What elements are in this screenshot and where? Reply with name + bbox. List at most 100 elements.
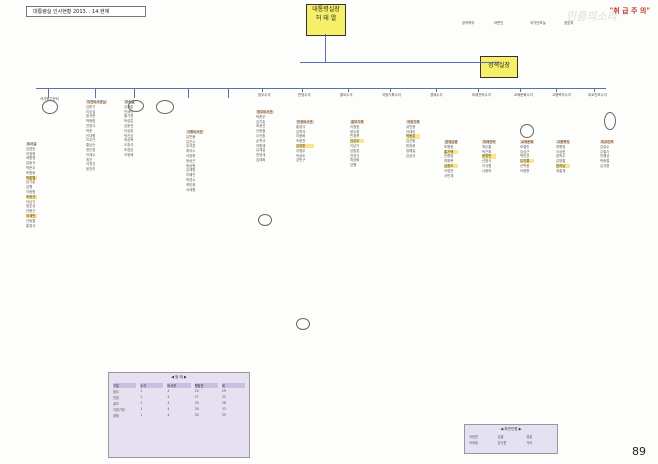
- name-entry: 남기춘: [26, 180, 36, 185]
- name-entry: 김성근: [520, 149, 530, 154]
- name-entry: 이재만: [26, 213, 38, 219]
- name-column-5: 민정비서관 홍경식 김학의 이중희 조응천 김영한 우병우 곽상도 강민구: [296, 120, 314, 163]
- name-entry: 안재민: [124, 109, 134, 114]
- name-entry: 박근희: [482, 149, 492, 154]
- name-column-3: 기획비서관 유민봉 김진수 강석훈 최의수 이창휘 윤상근 정상원 김재원 이혜…: [186, 130, 204, 192]
- legend-cell: 1: [140, 395, 143, 399]
- name-entry: 윤전추: [86, 167, 96, 172]
- name-entry: 이재수: [86, 152, 96, 157]
- office-label-3: 경호처: [564, 21, 574, 25]
- legend-cell: 경제: [113, 414, 119, 418]
- name-entry: 윤두현: [350, 129, 360, 134]
- name-entry: 이영관: [444, 168, 454, 173]
- name-entry: 김학의: [296, 129, 306, 134]
- legend-cell: 비서관: [167, 383, 191, 388]
- name-entry: 천영식: [350, 153, 360, 158]
- legend-cell: 38: [221, 401, 226, 405]
- name-entry: 홍기택: [444, 149, 459, 154]
- name-entry: 정해걸: [406, 148, 416, 153]
- secretariat-head-0: 정무수석: [258, 93, 271, 97]
- name-entry: 김선동: [406, 139, 416, 144]
- name-entry: 김동극: [26, 161, 36, 166]
- legend-cell: 구분: [113, 383, 137, 388]
- name-entry: 장옥주: [556, 154, 566, 159]
- name-column-11: 고용복지 최원영 이상헌 장옥주 김영철 방하남 최홍재: [556, 140, 571, 173]
- name-entry: 강석훈: [186, 144, 196, 149]
- column-header: 비서실: [26, 142, 38, 147]
- handwritten-circle-mark: [156, 100, 174, 114]
- name-entry: 박종환: [86, 119, 96, 124]
- name-entry: 유민봉: [406, 124, 416, 129]
- legend-cell: 수석: [140, 383, 164, 388]
- drop-line: [48, 88, 49, 98]
- dispatch-legend-cell: 기타: [526, 441, 533, 445]
- drop-line: [228, 88, 229, 98]
- name-entry: 이혜진: [186, 173, 196, 178]
- name-entry: 이태리: [406, 129, 416, 134]
- name-entry: 최민정: [186, 182, 196, 187]
- dispatch-legend-cell: 국정원: [469, 435, 478, 439]
- name-entry: 박준우: [256, 114, 266, 119]
- name-entry: 최진: [86, 157, 93, 162]
- drop-line: [436, 88, 437, 92]
- name-entry: 김행: [26, 185, 33, 190]
- name-entry: 이종현: [520, 168, 530, 173]
- legend-cell: 1: [140, 401, 143, 405]
- chief-title: 대통령실장: [312, 6, 340, 13]
- name-entry: 황기현: [124, 114, 134, 119]
- dispatch-legend-title: ◀ 파견인원 ▶: [500, 427, 522, 431]
- drop-line: [95, 88, 96, 98]
- secretariat-head-4: 경제수석: [430, 93, 443, 97]
- name-entry: 신형식: [482, 159, 492, 164]
- name-entry: 오신환: [256, 133, 266, 138]
- legend-title: ◀ 범 례 ▶: [171, 375, 187, 379]
- name-entry: 정호성: [26, 204, 36, 209]
- name-entry: 곽상도: [296, 153, 306, 158]
- legend-cell: 민정: [113, 396, 119, 400]
- name-entry: 이종원: [26, 189, 36, 194]
- name-entry: 방하남: [556, 163, 571, 169]
- name-entry: 조윤선: [256, 124, 266, 129]
- name-entry: 서민재: [444, 173, 454, 178]
- name-entry: 김장수: [600, 144, 610, 149]
- legend-cell: 행정관: [194, 383, 218, 388]
- name-entry: 안봉근: [26, 209, 36, 214]
- name-entry: 이상헌: [556, 149, 566, 154]
- legend-cell: 4: [167, 395, 170, 399]
- name-entry: 조응천: [296, 139, 306, 144]
- name-column-6: 홍보기획 이정현 윤두현 민경욱 김성우 이남기 임종훈 천영식 최상화 김행: [350, 120, 365, 168]
- secretariat-head-2: 홍보수석: [340, 93, 353, 97]
- column-header: 고용복지: [556, 140, 571, 145]
- name-entry: 천해성: [600, 154, 610, 159]
- name-entry: 최상화: [350, 158, 360, 163]
- name-entry: 김행: [350, 163, 357, 168]
- handwritten-circle-mark: [520, 124, 534, 138]
- name-entry: 이영선: [86, 162, 96, 167]
- name-entry: 조윤선: [26, 194, 38, 199]
- name-entry: 이중희: [296, 134, 306, 139]
- legend-grid: 구분 수석 비서관 행정관 계 정무 1 4 24 29 민정 1 4 27 3…: [109, 380, 249, 421]
- name-entry: 최상목: [124, 138, 134, 143]
- secretariat-head-3: 국정기획수석: [382, 93, 401, 97]
- dispatch-legend-cell: 국세청: [469, 441, 478, 445]
- legend-cell: 24: [194, 389, 199, 393]
- drop-line: [478, 88, 479, 92]
- legend-cell: 30: [194, 413, 199, 417]
- name-entry: 김재원: [186, 168, 196, 173]
- name-entry: 조원동: [444, 144, 454, 149]
- name-entry: 안종범: [444, 154, 454, 159]
- name-entry: 김종오: [444, 163, 459, 169]
- name-column-0: 비서실 김영한 이정현 최원영 김동극 박준우 조원동 박흥렬 남기춘 김행 이…: [26, 142, 38, 228]
- name-entry: 김영한: [296, 143, 314, 149]
- policy-chief-box: 정책실장: [480, 56, 518, 78]
- column-header: 교육문화: [520, 140, 535, 145]
- name-column-10: 교육문화 모철민 김성근 박민권 유진룡 신학용 이종현: [520, 140, 535, 173]
- name-entry: 홍남순: [86, 143, 96, 148]
- name-entry: 최원영: [26, 156, 36, 161]
- name-entry: 김영한: [26, 146, 36, 151]
- name-entry: 김영철: [556, 159, 566, 164]
- name-entry: 이상훈: [124, 128, 134, 133]
- name-entry: 민경욱: [350, 134, 360, 139]
- name-column-7: 국정기획 유민봉 이태리 박동훈 김선동 한창희 정해걸 임상규: [406, 120, 421, 158]
